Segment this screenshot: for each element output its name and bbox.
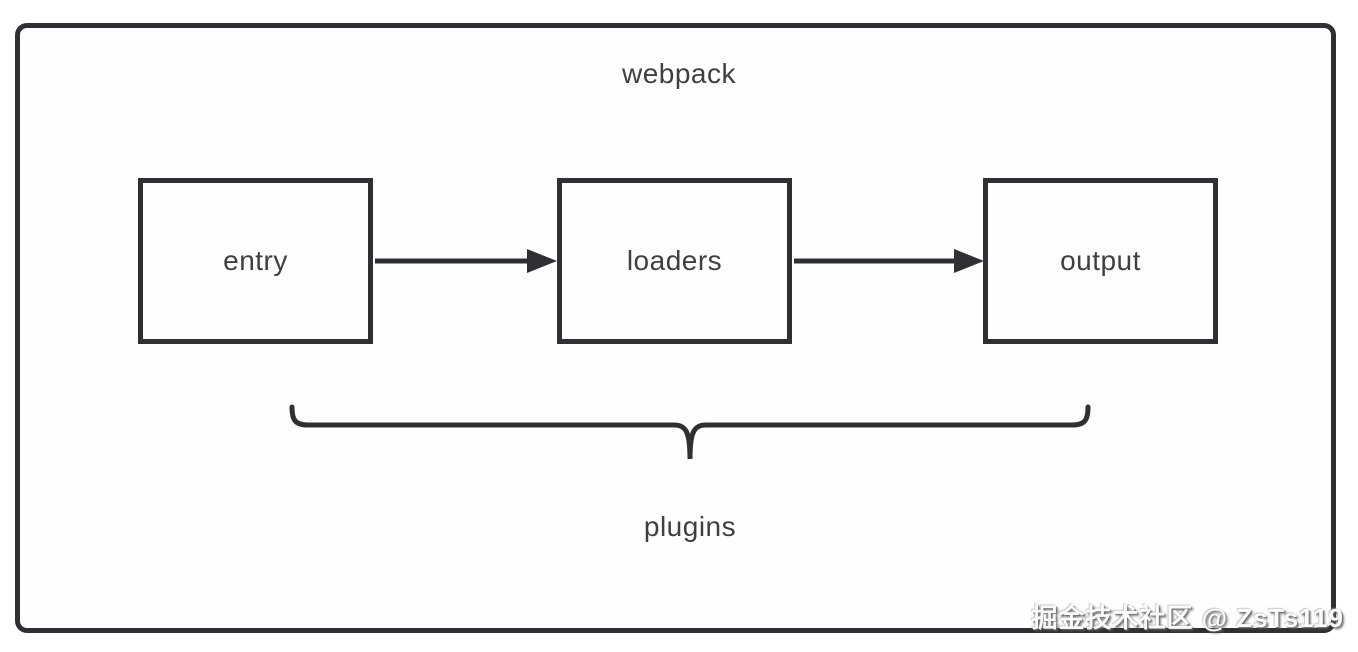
node-output: output bbox=[983, 178, 1218, 344]
node-loaders: loaders bbox=[557, 178, 792, 344]
node-entry-label: entry bbox=[223, 245, 288, 276]
node-loaders-label: loaders bbox=[626, 245, 723, 276]
node-entry: entry bbox=[138, 178, 373, 344]
diagram-title: webpack bbox=[621, 58, 736, 89]
watermark-text: 掘金技术社区 @ ZsTs119 bbox=[1031, 603, 1344, 633]
plugins-label: plugins bbox=[643, 511, 737, 542]
node-output-label: output bbox=[1060, 245, 1141, 276]
